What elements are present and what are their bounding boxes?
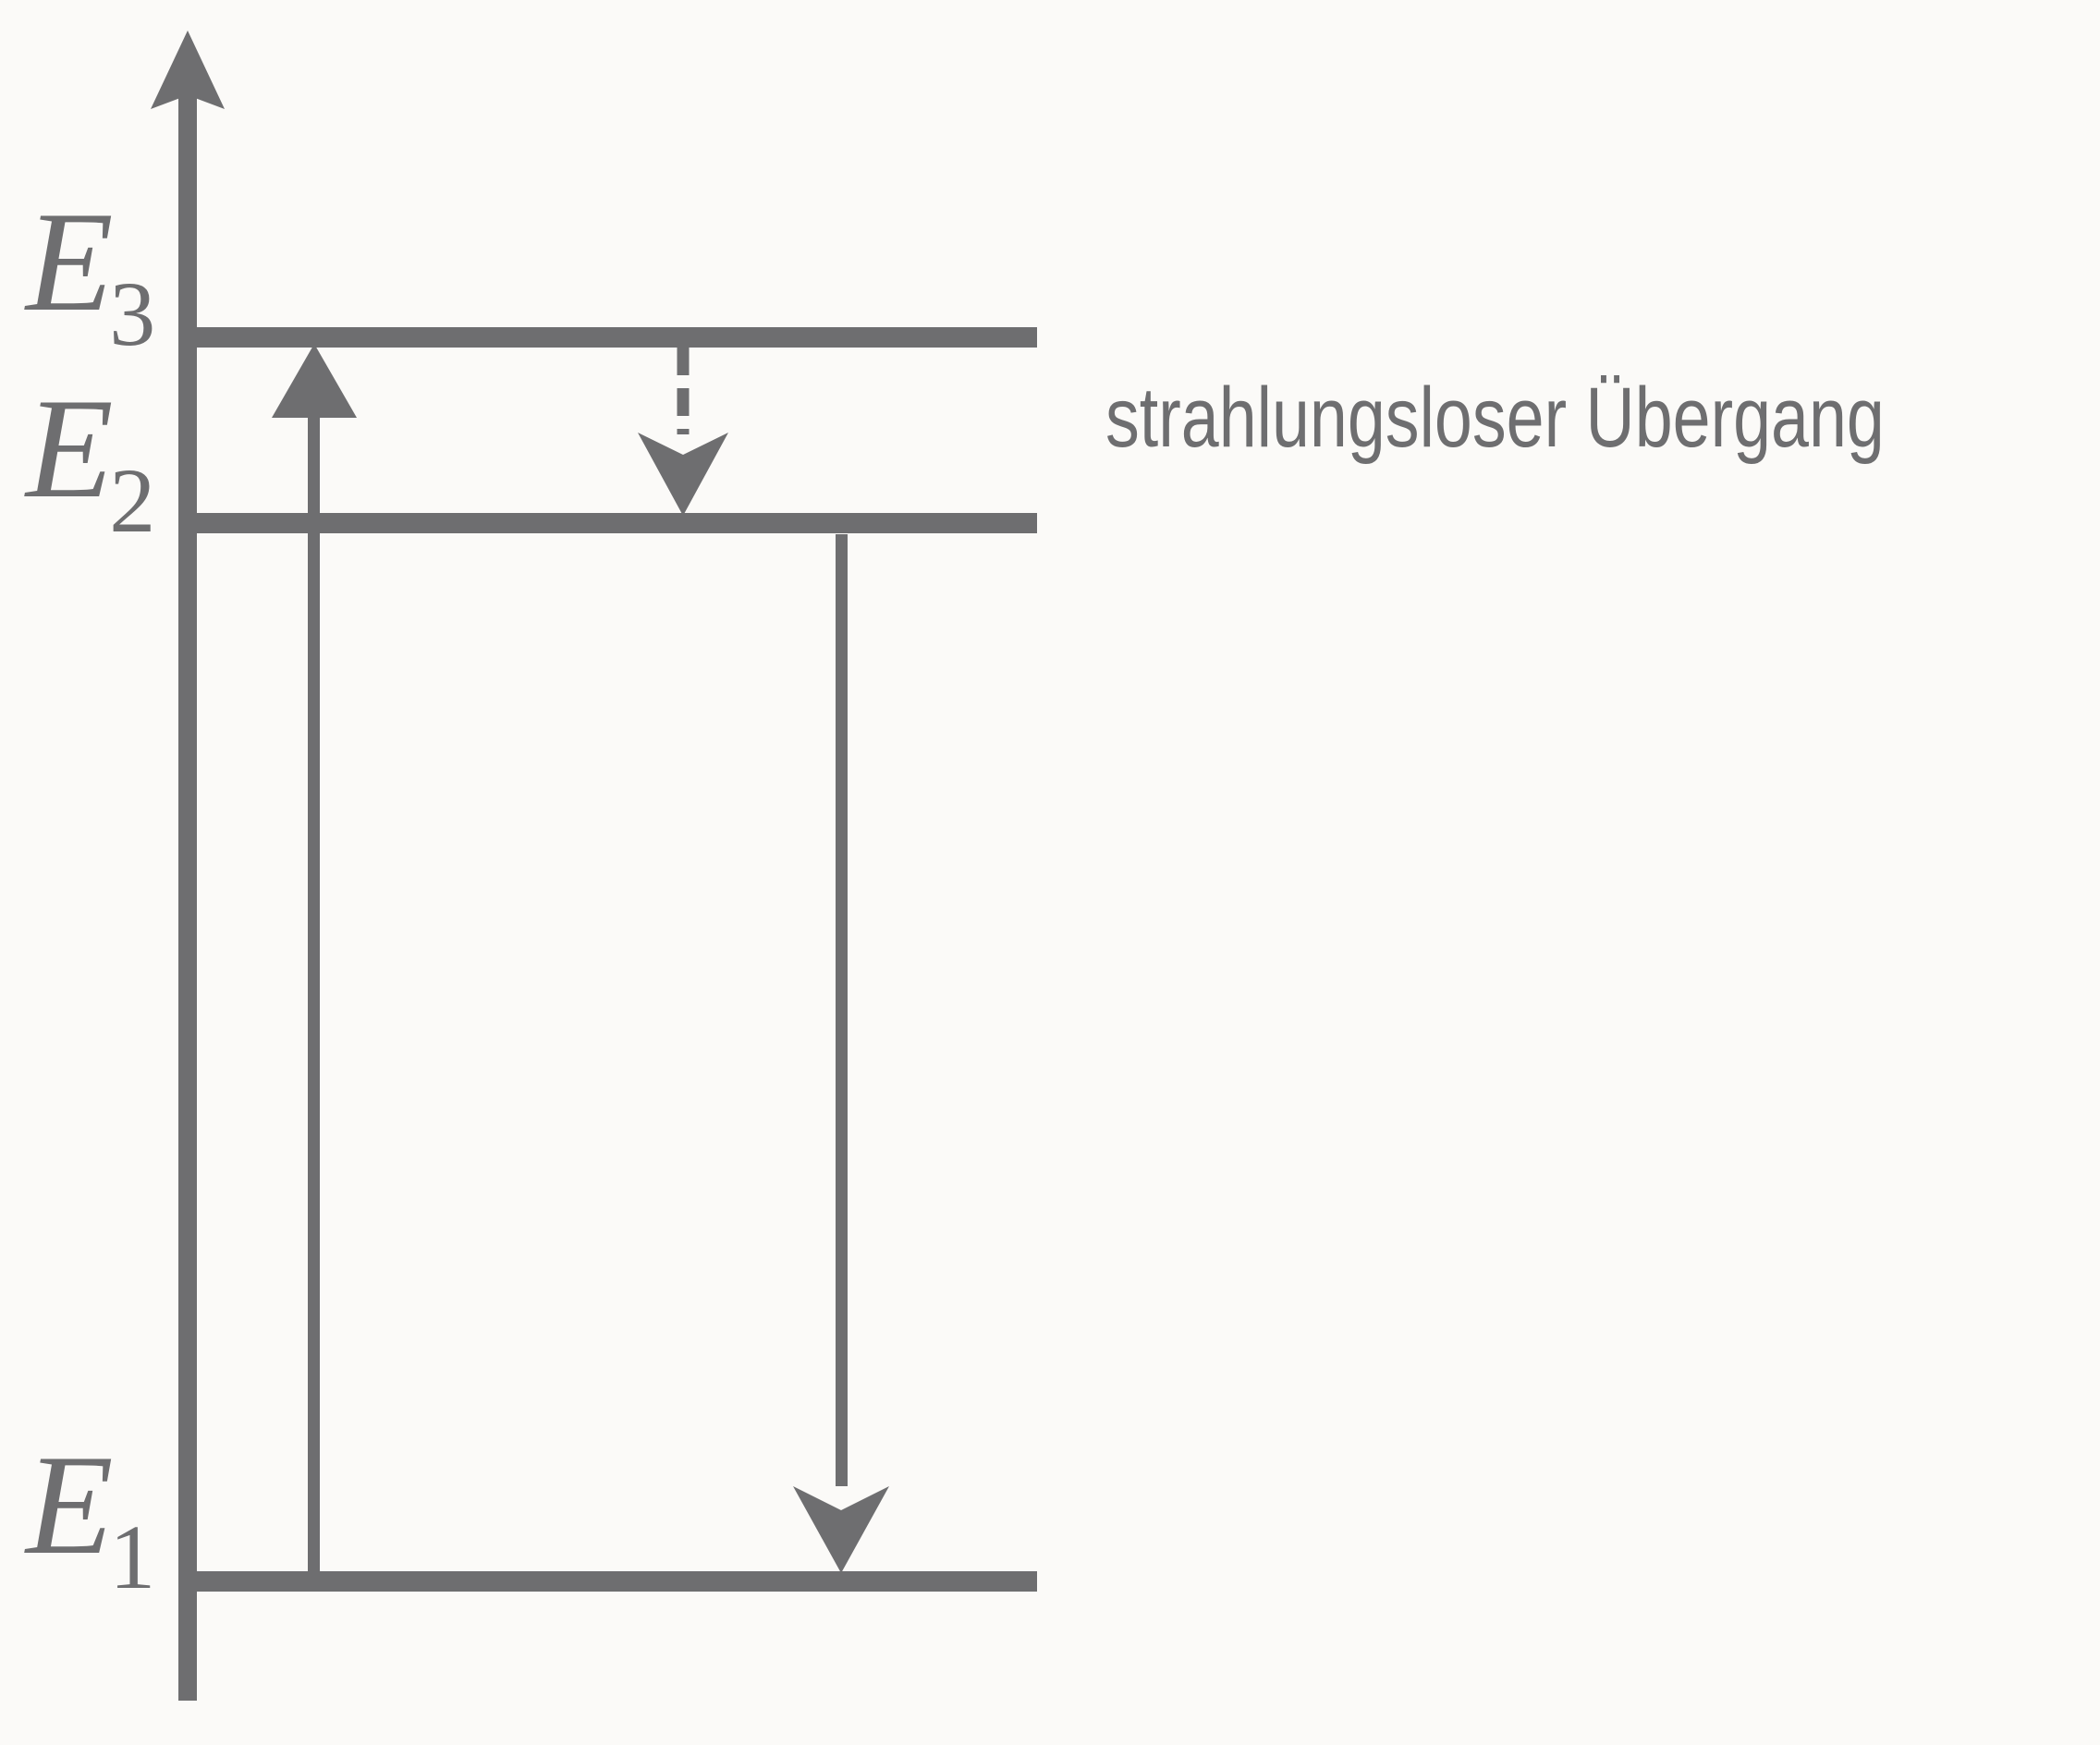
- energy-level-label-E1-base: E: [26, 1425, 116, 1584]
- energy-level-line-E1: [188, 1571, 1037, 1592]
- emission-arrow: [793, 534, 889, 1573]
- energy-level-label-E3-subscript: 3: [109, 262, 156, 365]
- energy-axis-stem: [178, 92, 197, 1701]
- nonradiative-transition-label: strahlungsloser Übergang: [1105, 371, 1885, 465]
- absorption-arrow-stem: [308, 416, 320, 1582]
- absorption-arrow-head: [272, 344, 357, 418]
- energy-axis: [151, 31, 225, 1701]
- emission-arrow-head: [793, 1486, 889, 1573]
- energy-level-label-E2: E2: [26, 377, 161, 547]
- emission-arrow-stem: [836, 534, 848, 1486]
- nonradiative-transition-arrow: [638, 348, 728, 516]
- energy-level-label-E2-base: E: [26, 369, 116, 528]
- energy-level-label-E2-subscript: 2: [109, 449, 156, 552]
- energy-level-label-E1-subscript: 1: [109, 1506, 156, 1608]
- energy-level-label-E3-base: E: [26, 182, 116, 341]
- nonradiative-arrow-head: [638, 433, 728, 516]
- energy-level-label-E1: E1: [26, 1434, 161, 1604]
- energy-level-line-E3: [188, 327, 1037, 348]
- energy-level-label-E3: E3: [26, 190, 161, 360]
- energy-axis-arrowhead: [151, 31, 225, 109]
- energy-level-line-E2: [188, 513, 1037, 533]
- absorption-arrow: [272, 344, 357, 1582]
